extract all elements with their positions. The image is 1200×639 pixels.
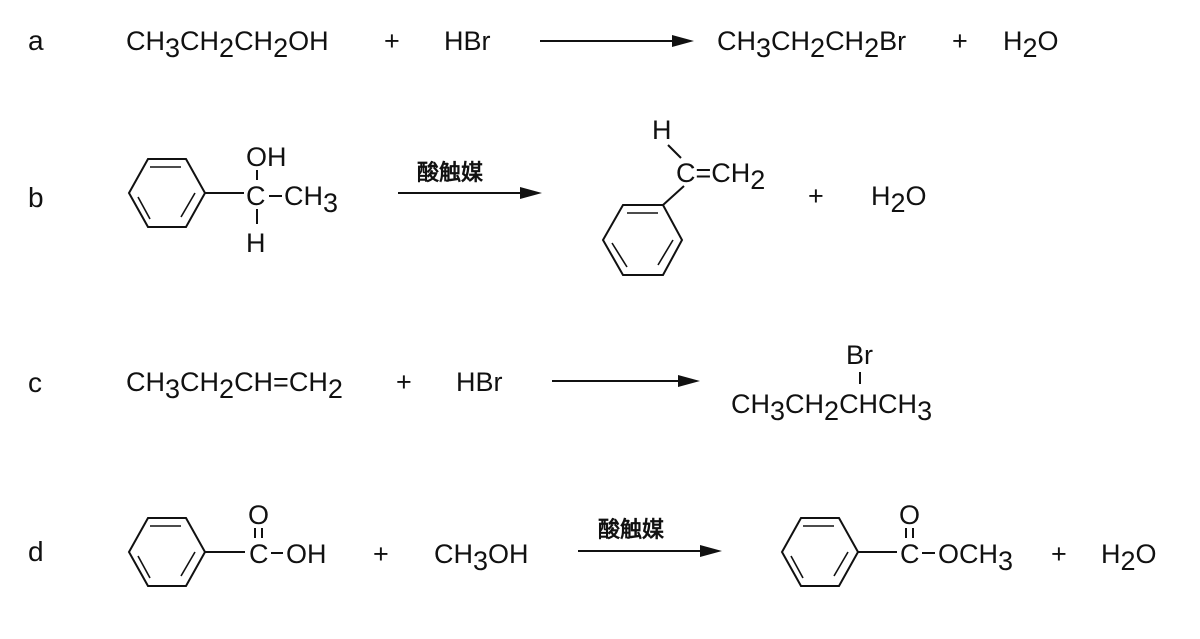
product-bromopropane: CH3CH2CH2Br [717, 26, 906, 63]
plus-sign: + [952, 26, 968, 56]
benzene-ring [127, 158, 207, 228]
reactant-hbr: HBr [456, 367, 503, 397]
vinyl-group: C=CH2 [676, 158, 765, 195]
reactant-propanol: CH3CH2CH2OH [126, 26, 329, 63]
bond [667, 144, 682, 159]
hydrogen-atom: H [246, 228, 266, 258]
reaction-label-d: d [28, 536, 44, 567]
reactant-methanol: CH3OH [434, 539, 529, 576]
reaction-arrow [552, 375, 700, 387]
vinyl-hydrogen: H [652, 115, 672, 145]
benzene-ring [127, 517, 207, 587]
plus-sign: + [384, 26, 400, 56]
methoxy-group: OCH3 [938, 539, 1013, 576]
product-water: H2O [871, 181, 927, 218]
benzene-ring [780, 517, 860, 587]
reactant-hbr: HBr [444, 26, 491, 56]
product-water: H2O [1003, 26, 1059, 63]
reaction-label-b: b [28, 182, 44, 213]
reaction-c: c CH3CH2CH=CH2 + HBr Br CH3CH2CHCH3 [28, 340, 932, 426]
reaction-b: b OH C H CH3 酸触媒 H C=CH2 [28, 115, 927, 276]
plus-sign: + [373, 539, 389, 569]
hydroxyl-group: OH [246, 142, 287, 172]
reactant-butene: CH3CH2CH=CH2 [126, 367, 343, 404]
bromine-atom: Br [846, 340, 873, 370]
carbon-atom: C [900, 539, 920, 569]
catalyst-label: 酸触媒 [598, 517, 665, 543]
benzene-ring [601, 204, 684, 276]
plus-sign: + [808, 181, 824, 211]
product-bromobutane: CH3CH2CHCH3 [731, 389, 932, 426]
carbonyl-oxygen: O [248, 500, 269, 530]
reaction-label-a: a [28, 25, 44, 56]
reaction-arrow [398, 187, 542, 199]
hydroxyl-group: OH [286, 539, 327, 569]
carbonyl-oxygen: O [899, 500, 920, 530]
reaction-arrow [540, 35, 694, 47]
carbon-atom: C [249, 539, 269, 569]
plus-sign: + [396, 367, 412, 397]
bond [662, 185, 685, 206]
product-water: H2O [1101, 539, 1157, 576]
catalyst-label: 酸触媒 [417, 160, 484, 186]
plus-sign: + [1051, 539, 1067, 569]
reaction-label-c: c [28, 367, 42, 398]
reaction-d: d O C OH + CH3OH 酸触媒 O [28, 500, 1157, 587]
reaction-a: a CH3CH2CH2OH + HBr CH3CH2CH2Br + H2O [28, 25, 1059, 63]
methyl-group: CH3 [284, 181, 338, 218]
reaction-arrow [578, 545, 722, 557]
carbon-atom: C [246, 181, 266, 211]
